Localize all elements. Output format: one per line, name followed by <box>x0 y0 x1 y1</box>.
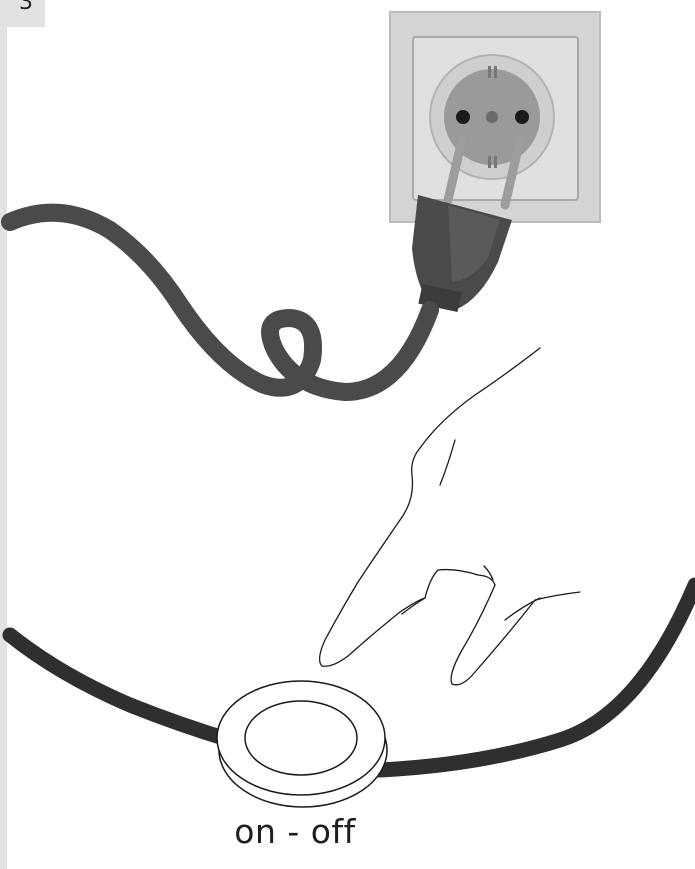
switch-cable-left <box>10 635 230 740</box>
plug-cord <box>10 213 430 392</box>
switch-caption: on - off <box>0 812 590 851</box>
switch-cable-right <box>380 585 695 770</box>
wall-socket-icon <box>390 12 600 222</box>
round-switch-icon <box>217 681 387 807</box>
